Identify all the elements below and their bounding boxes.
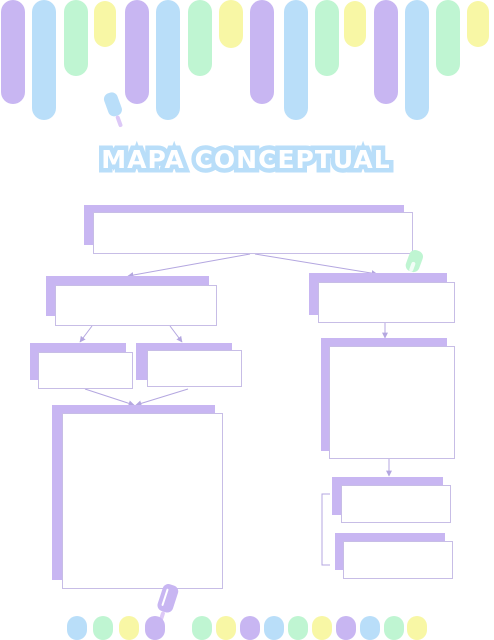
left-detail-box (62, 413, 223, 589)
right-concept-box (318, 282, 455, 323)
sub-concept-a-box (38, 352, 133, 389)
right-sub-1-box (341, 485, 451, 523)
left-concept-box (55, 285, 217, 326)
sub-concept-b-box (147, 350, 242, 387)
right-detail-box (329, 346, 455, 459)
main-concept-box (93, 212, 413, 254)
right-sub-2-box (343, 541, 453, 579)
svg-text:MAPA CONCEPTUAL: MAPA CONCEPTUAL (101, 145, 390, 174)
